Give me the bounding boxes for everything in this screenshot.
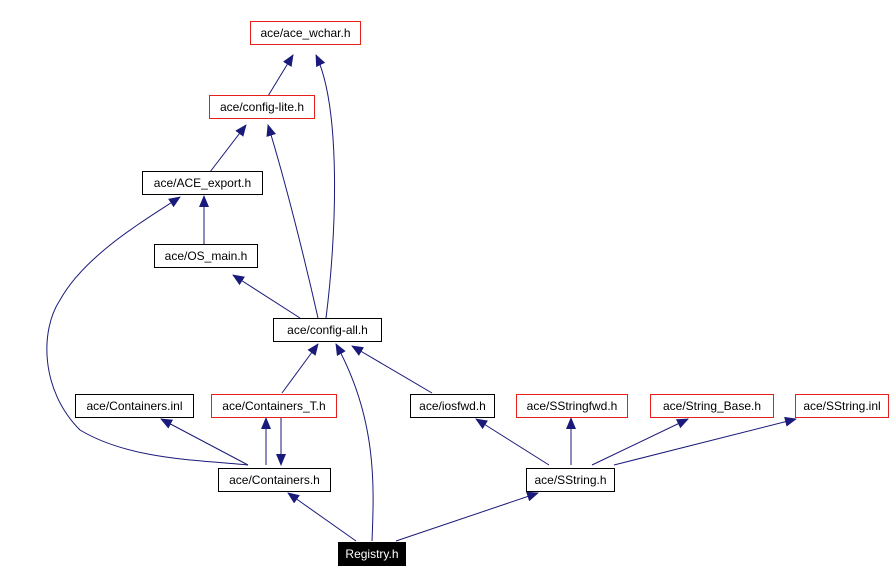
edge-sstring-to-iosfwd bbox=[475, 418, 550, 466]
edge-registry-to-config-all bbox=[335, 343, 374, 542]
node-config-all[interactable]: ace/config-all.h bbox=[273, 318, 382, 342]
node-registry[interactable]: Registry.h bbox=[338, 542, 406, 566]
node-containers[interactable]: ace/Containers.h bbox=[218, 468, 331, 492]
edge-registry-to-sstring bbox=[395, 491, 539, 542]
edge-iosfwd-to-config-all bbox=[351, 345, 433, 394]
node-containers-inl[interactable]: ace/Containers.inl bbox=[75, 394, 194, 418]
edge-sstring-to-string-base bbox=[591, 418, 689, 466]
node-sstringfwd[interactable]: ace/SStringfwd.h bbox=[516, 394, 628, 418]
node-sstring[interactable]: ace/SString.h bbox=[526, 468, 615, 492]
node-ace-wchar[interactable]: ace/ace_wchar.h bbox=[250, 21, 361, 45]
node-containers-t[interactable]: ace/Containers_T.h bbox=[211, 394, 337, 418]
node-ace-export[interactable]: ace/ACE_export.h bbox=[142, 171, 263, 195]
edge-config-all-to-config-lite bbox=[266, 124, 319, 319]
edge-registry-to-containers bbox=[287, 492, 357, 542]
edge-config-all-to-os-main bbox=[232, 274, 301, 319]
node-os-main[interactable]: ace/OS_main.h bbox=[154, 244, 258, 268]
edge-config-lite-to-ace-wchar bbox=[267, 54, 294, 97]
edge-containers-to-ace-export bbox=[46, 196, 249, 466]
edge-config-all-to-ace-wchar bbox=[315, 54, 336, 319]
edge-containers-to-containers-inl bbox=[160, 418, 249, 466]
node-string-base[interactable]: ace/String_Base.h bbox=[650, 394, 774, 418]
edge-ace-export-to-config-lite bbox=[209, 124, 247, 173]
node-iosfwd[interactable]: ace/iosfwd.h bbox=[410, 394, 495, 418]
edge-containers-t-to-config-all bbox=[281, 343, 319, 394]
node-sstring-inl[interactable]: ace/SString.inl bbox=[795, 394, 889, 418]
edge-sstring-to-sstring-inl bbox=[613, 416, 797, 466]
node-config-lite[interactable]: ace/config-lite.h bbox=[209, 95, 315, 119]
